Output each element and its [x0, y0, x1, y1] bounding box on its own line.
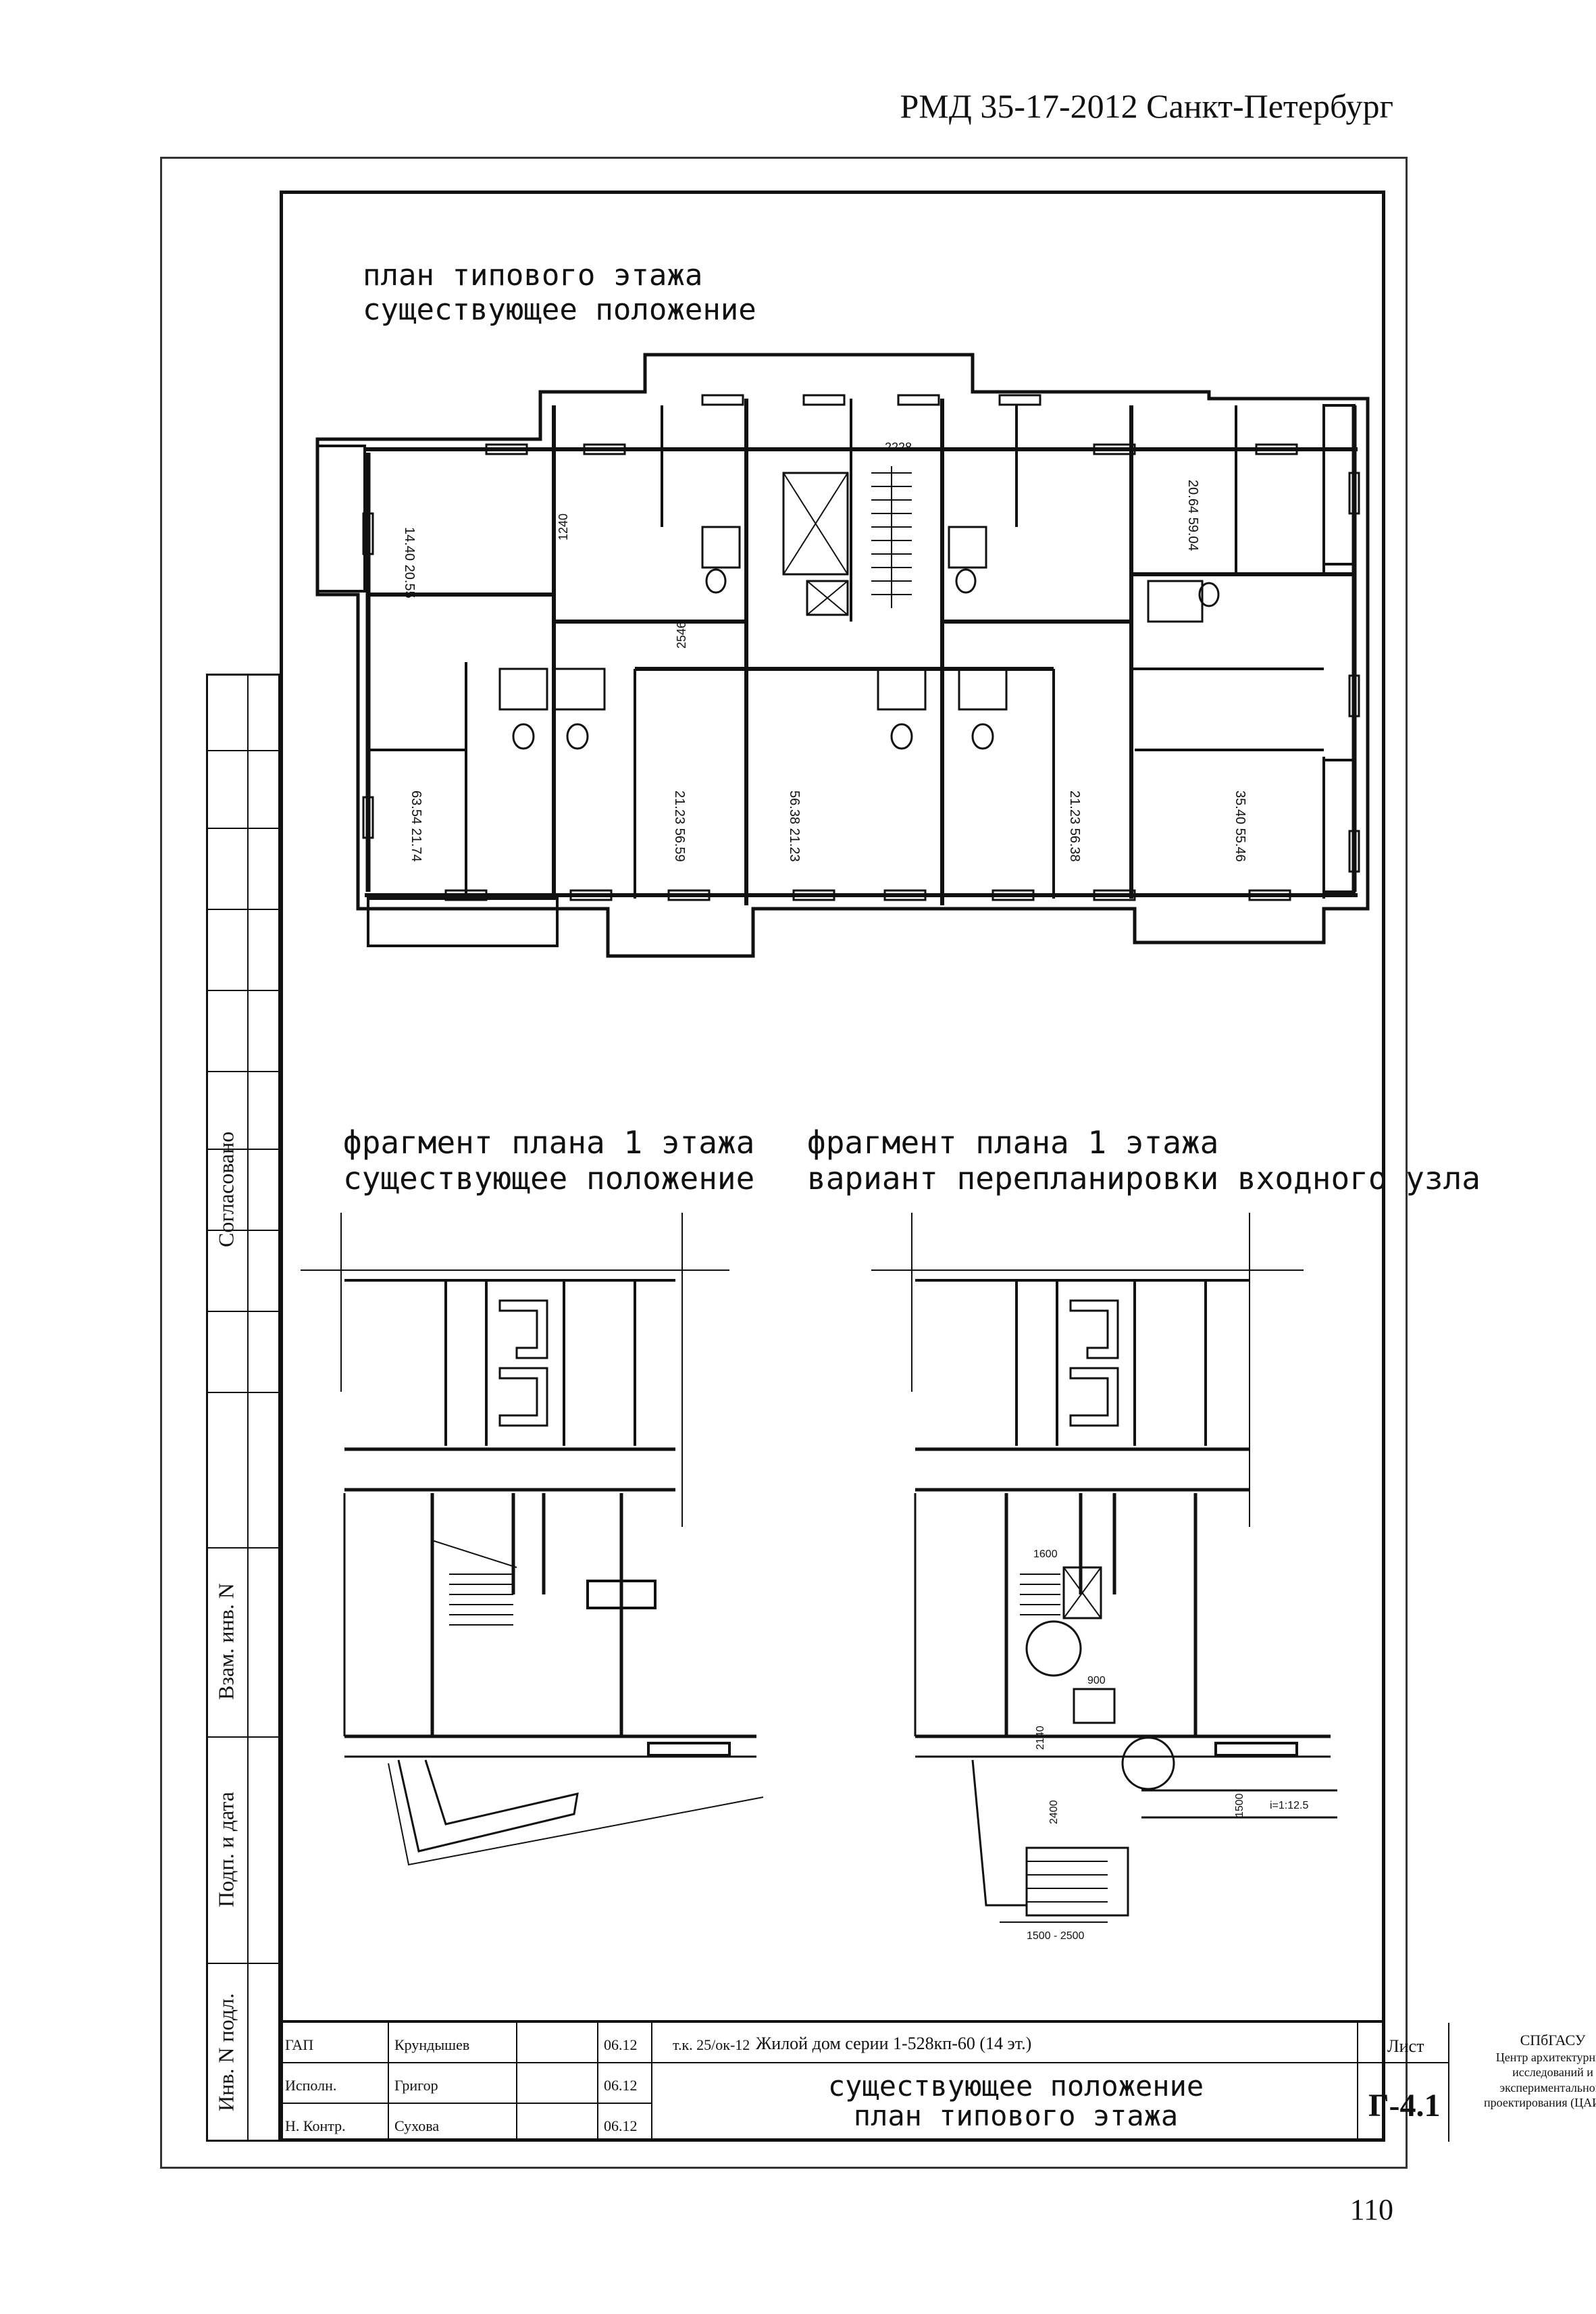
dim-1240: 1240	[557, 513, 570, 540]
tb-rule	[280, 2062, 1357, 2063]
role-cell: ГАП	[285, 2036, 314, 2053]
title-block: ГАП Крундышев 06.12 Исполн. Григор 06.12…	[280, 2020, 1596, 2142]
organization-block: СПбГАСУ Центр архитектурных исследований…	[1451, 2031, 1596, 2111]
approval-stamp-strip: Согласовано Взам. инв. N Подп. и дата Ин…	[206, 674, 280, 2142]
tb-divider	[597, 2023, 598, 2142]
strip-rule	[208, 1230, 278, 1231]
tb-rule	[1357, 2062, 1448, 2063]
dim-900: 900	[1087, 1675, 1106, 1686]
fragment1-caption: фрагмент плана 1 этажа существующее поло…	[343, 1125, 754, 1197]
drawing-border	[280, 191, 1385, 2142]
tb-divider	[1357, 2023, 1358, 2142]
strip-column-divider	[247, 676, 249, 2140]
typical-floor-caption: план типового этажа существующее положен…	[363, 258, 756, 327]
org-line: исследований и	[1512, 2065, 1593, 2079]
document-header: РМД 35-17-2012 Санкт-Петербург	[900, 87, 1394, 125]
typical-floor-caption-line1: план типового этажа	[363, 258, 703, 293]
fragment1-plan	[301, 1213, 764, 1866]
room-label: 35.40 55.46	[1233, 790, 1247, 862]
dim-1500: 1500	[1234, 1793, 1245, 1817]
strip-rule	[208, 1736, 278, 1738]
fragment1-caption-line1: фрагмент плана 1 этажа	[343, 1124, 755, 1161]
dim-1500-2500: 1500 - 2500	[1027, 1930, 1085, 1942]
dim-2140: 2140	[1035, 1726, 1046, 1750]
fragment2-caption-line1: фрагмент плана 1 этажа	[807, 1124, 1219, 1161]
strip-rule	[208, 1071, 278, 1072]
name-cell: Крундышев	[394, 2036, 470, 2053]
tb-divider	[516, 2023, 517, 2142]
sheet-label: Лист	[1387, 2036, 1424, 2056]
date-cell: 06.12	[604, 2117, 638, 2134]
strip-rule	[208, 1963, 278, 1964]
strip-rule	[208, 750, 278, 751]
strip-rule	[208, 828, 278, 829]
page-number: 110	[1349, 2193, 1393, 2226]
name-cell: Григор	[394, 2077, 438, 2094]
strip-rule	[208, 1149, 278, 1150]
date-cell: 06.12	[604, 2077, 638, 2094]
org-line: экспериментального	[1499, 2080, 1596, 2094]
org-line: проектирования (ЦАИЭП)	[1483, 2096, 1596, 2109]
room-label: 63.54 21.74	[409, 790, 423, 862]
tb-rule	[280, 2103, 651, 2104]
typical-floor-caption-line2: существующее положение	[363, 292, 756, 327]
dim-2400: 2400	[1048, 1800, 1060, 1824]
fragment2-dimensions: 1600 900 2140 2400 1500 1500 - 2500 i=1:…	[1027, 1549, 1308, 1942]
org-name: СПбГАСУ	[1520, 2032, 1586, 2048]
room-label: 56.38 21.23	[787, 790, 802, 862]
dim-1600: 1600	[1033, 1549, 1058, 1560]
project-name: Жилой дом серии 1-528кп-60 (14 эт.)	[756, 2034, 1032, 2053]
org-line: Центр архитектурных	[1495, 2050, 1596, 2064]
tb-divider	[388, 2023, 389, 2142]
fragment1-caption-line2: существующее положение	[343, 1159, 755, 1197]
fragment2-caption: фрагмент плана 1 этажа вариант переплани…	[807, 1125, 1481, 1197]
sheet-number: Г-4.1	[1368, 2088, 1441, 2123]
room-label: 14.40 20.55	[402, 527, 417, 599]
page-frame	[160, 157, 1408, 2169]
drawing-title: существующее положение план типового эта…	[685, 2071, 1347, 2131]
strip-rule	[208, 1311, 278, 1312]
typical-plan-dimensions: 2228 2546 1240	[557, 441, 912, 649]
date-cell: 06.12	[604, 2036, 638, 2053]
role-cell: Исполн.	[285, 2077, 337, 2094]
room-label: 20.64 59.04	[1185, 480, 1200, 551]
project-code: т.к. 25/ок-12	[673, 2036, 750, 2053]
dim-2546: 2546	[675, 622, 688, 649]
drawing-title-line1: существующее положение	[827, 2069, 1204, 2103]
scale-label: i=1:12.5	[1270, 1800, 1308, 1811]
strip-rule	[208, 909, 278, 910]
room-label: 21.23 56.38	[1067, 790, 1082, 862]
room-label: 21.23 56.59	[672, 790, 687, 862]
tb-divider	[1448, 2023, 1449, 2142]
role-cell: Н. Контр.	[285, 2117, 346, 2134]
name-cell: Сухова	[394, 2117, 440, 2134]
strip-rule	[208, 990, 278, 991]
room-area-labels: 14.40 20.55 20.64 59.04 63.54 21.74 21.2…	[402, 480, 1247, 862]
drawing-title-line2: план типового этажа	[853, 2099, 1179, 2133]
strip-rule	[208, 1392, 278, 1393]
tb-divider	[651, 2023, 652, 2142]
dim-2228: 2228	[885, 441, 912, 454]
fragment2-plan	[871, 1213, 1337, 1923]
strip-rule	[208, 1547, 278, 1549]
typical-floor-plan	[315, 353, 1370, 958]
fragment2-caption-line2: вариант перепланировки входного узла	[807, 1159, 1481, 1197]
